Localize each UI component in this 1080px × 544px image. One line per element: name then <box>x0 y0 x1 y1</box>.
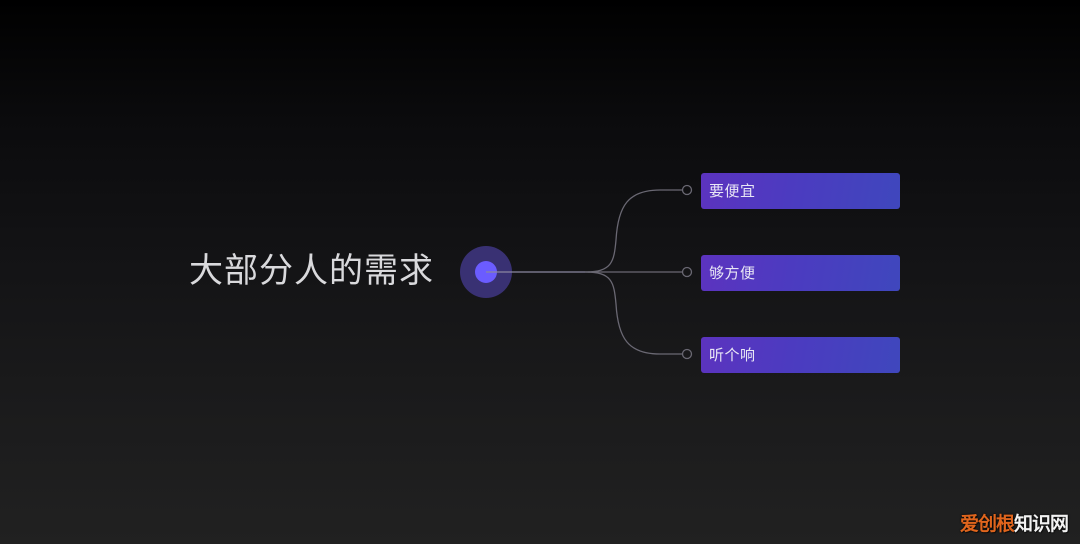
branch-label: 够方便 <box>709 264 756 282</box>
branch-line-1 <box>584 189 682 273</box>
branch-box-sound: 听个响 <box>701 337 900 373</box>
branch-box-cheap: 要便宜 <box>701 173 900 209</box>
branch-line-3 <box>584 271 682 355</box>
branch-endpoint-2 <box>681 266 693 278</box>
watermark: 爱创根知识网 <box>959 509 1069 536</box>
branch-endpoint-1 <box>681 184 693 196</box>
branch-label: 要便宜 <box>709 182 756 200</box>
branch-endpoint-3 <box>681 348 693 360</box>
root-topic-label: 大部分人的需求 <box>189 251 434 291</box>
branch-label: 听个响 <box>709 346 756 364</box>
watermark-part1: 爱创根 <box>959 513 1015 535</box>
watermark-part2: 知识网 <box>1013 513 1069 535</box>
branch-box-convenient: 够方便 <box>701 255 900 291</box>
